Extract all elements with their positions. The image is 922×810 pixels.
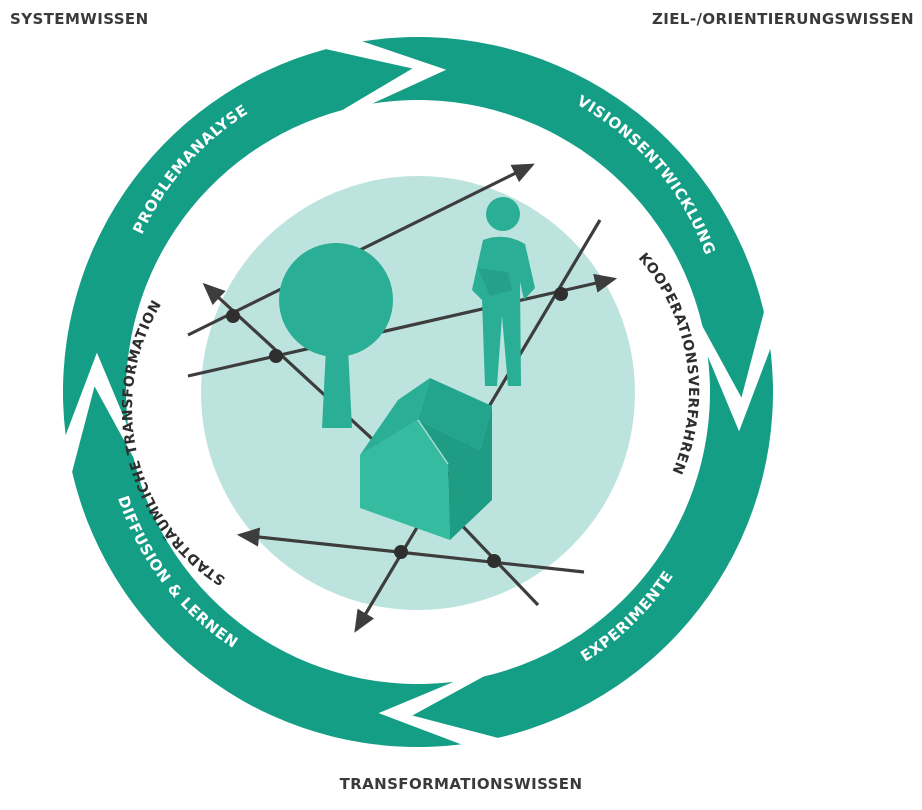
label-systemwissen: SYSTEMWISSEN — [10, 10, 149, 28]
label-transformationswissen: TRANSFORMATIONSWISSEN — [339, 775, 583, 793]
network-node — [226, 309, 240, 323]
ring-segment-problemanalyse — [62, 49, 413, 436]
network-nodes — [226, 287, 568, 568]
network-node — [269, 349, 283, 363]
person-icon — [472, 197, 535, 386]
network-node — [554, 287, 568, 301]
network-line — [187, 273, 618, 378]
ring-segment-experimente — [412, 348, 773, 738]
ring-segment-diffusion — [72, 386, 462, 747]
tree-icon — [279, 243, 393, 428]
cycle-ring — [62, 37, 773, 747]
network-line — [236, 527, 585, 574]
house-icon — [360, 378, 492, 540]
ring-segment-visionsentwicklung — [362, 37, 764, 398]
network-node — [394, 545, 408, 559]
label-zielwissen: ZIEL-/ORIENTIERUNGSWISSEN — [652, 10, 914, 28]
network-node — [487, 554, 501, 568]
